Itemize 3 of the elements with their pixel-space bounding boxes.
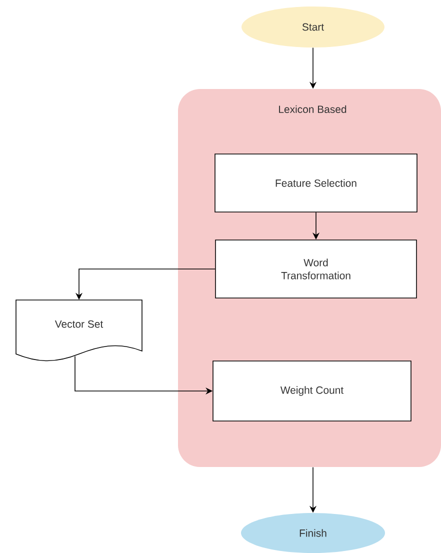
process-box: Word Transformation bbox=[215, 240, 417, 298]
process-box: Weight Count bbox=[212, 360, 412, 422]
process-box: Feature Selection bbox=[214, 154, 418, 212]
